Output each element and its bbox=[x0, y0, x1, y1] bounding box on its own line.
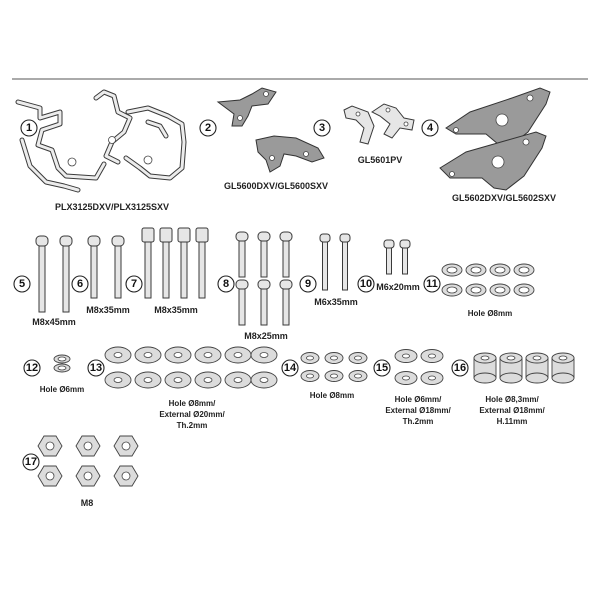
part-1-label: PLX3125DXV/PLX3125SXV bbox=[55, 202, 169, 212]
bolt-m8x45-illustration bbox=[35, 235, 73, 313]
part-12-number: 12 bbox=[26, 362, 38, 374]
part-7-number: 7 bbox=[131, 278, 137, 290]
part-17-label: M8 bbox=[81, 498, 94, 508]
part-number-15: 15 bbox=[373, 359, 391, 377]
part-15-label-line-1: Hole Ø6mm/ bbox=[395, 395, 442, 404]
part-number-9: 9 bbox=[299, 275, 317, 293]
nut-m8-illustration bbox=[37, 435, 139, 487]
part-7-label: M8x35mm bbox=[154, 305, 198, 315]
part-number-16: 16 bbox=[451, 359, 469, 377]
socket-bolt-illustration bbox=[141, 227, 209, 299]
bolt-m8x25-illustration bbox=[235, 231, 293, 326]
part-16-label-line-2: External Ø18mm/ bbox=[479, 406, 545, 415]
bolt-m8x35-illustration bbox=[87, 235, 125, 299]
part-5-number: 5 bbox=[19, 278, 25, 290]
part-number-13: 13 bbox=[87, 359, 105, 377]
part-15-label-line-2: External Ø18mm/ bbox=[385, 406, 451, 415]
part-number-4: 4 bbox=[421, 119, 439, 137]
part-number-5: 5 bbox=[13, 275, 31, 293]
part-4-label: GL5602DXV/GL5602SXV bbox=[452, 193, 556, 203]
part-13-label-line-3: Th.2mm bbox=[177, 421, 208, 430]
part-9-label: M6x35mm bbox=[314, 297, 358, 307]
plate-bracket-illustration bbox=[343, 103, 415, 145]
part-10-number: 10 bbox=[360, 278, 372, 290]
flat-washer-8mm-illustration bbox=[300, 352, 368, 382]
part-number-14: 14 bbox=[281, 359, 299, 377]
part-2-label: GL5600DXV/GL5600SXV bbox=[224, 181, 328, 191]
part-5-label: M8x45mm bbox=[32, 317, 76, 327]
part-9-number: 9 bbox=[305, 278, 311, 290]
part-number-6: 6 bbox=[71, 275, 89, 293]
part-number-7: 7 bbox=[125, 275, 143, 293]
part-14-number: 14 bbox=[284, 362, 297, 374]
part-15-label-line-3: Th.2mm bbox=[403, 417, 434, 426]
part-number-17: 17 bbox=[22, 453, 40, 471]
part-number-12: 12 bbox=[23, 359, 41, 377]
triangular-plate-illustration bbox=[439, 87, 551, 191]
lock-washer-illustration bbox=[441, 263, 535, 297]
part-15-number: 15 bbox=[376, 362, 388, 374]
part-11-number: 11 bbox=[426, 278, 438, 290]
bolt-m6x20-illustration bbox=[383, 239, 411, 275]
part-8-label: M8x25mm bbox=[244, 331, 288, 341]
part-10-label: M6x20mm bbox=[376, 282, 420, 292]
spacer-illustration bbox=[473, 352, 575, 384]
part-number-2: 2 bbox=[199, 119, 217, 137]
part-6-label: M8x35mm bbox=[86, 305, 130, 315]
part-1-number: 1 bbox=[26, 122, 32, 134]
part-16-number: 16 bbox=[454, 362, 466, 374]
part-11-label: Hole Ø8mm bbox=[468, 309, 512, 318]
part-number-8: 8 bbox=[217, 275, 235, 293]
bracket-illustration bbox=[216, 87, 325, 173]
part-13-label-line-1: Hole Ø8mm/ bbox=[169, 399, 216, 408]
small-lock-washer-illustration bbox=[53, 354, 71, 373]
part-13-label-line-2: External Ø20mm/ bbox=[159, 410, 225, 419]
flat-washer-18mm-illustration bbox=[394, 349, 444, 385]
part-17-number: 17 bbox=[25, 456, 37, 468]
part-3-number: 3 bbox=[319, 122, 325, 134]
side-frame-illustration bbox=[15, 89, 187, 193]
part-3-label: GL5601PV bbox=[358, 155, 403, 165]
part-16-label-line-3: H.11mm bbox=[497, 417, 528, 426]
bolt-m6x35-illustration bbox=[319, 233, 351, 291]
part-number-10: 10 bbox=[357, 275, 375, 293]
part-13-number: 13 bbox=[90, 362, 102, 374]
part-8-number: 8 bbox=[223, 278, 229, 290]
part-14-label: Hole Ø8mm bbox=[310, 391, 354, 400]
part-number-3: 3 bbox=[313, 119, 331, 137]
part-2-number: 2 bbox=[205, 122, 211, 134]
part-4-number: 4 bbox=[427, 122, 434, 134]
part-number-11: 11 bbox=[423, 275, 441, 293]
part-6-number: 6 bbox=[77, 278, 83, 290]
part-number-1: 1 bbox=[20, 119, 38, 137]
flat-washer-20mm-illustration bbox=[104, 346, 278, 389]
part-16-label-line-1: Hole Ø8,3mm/ bbox=[485, 395, 539, 404]
part-12-label: Hole Ø6mm bbox=[40, 385, 84, 394]
